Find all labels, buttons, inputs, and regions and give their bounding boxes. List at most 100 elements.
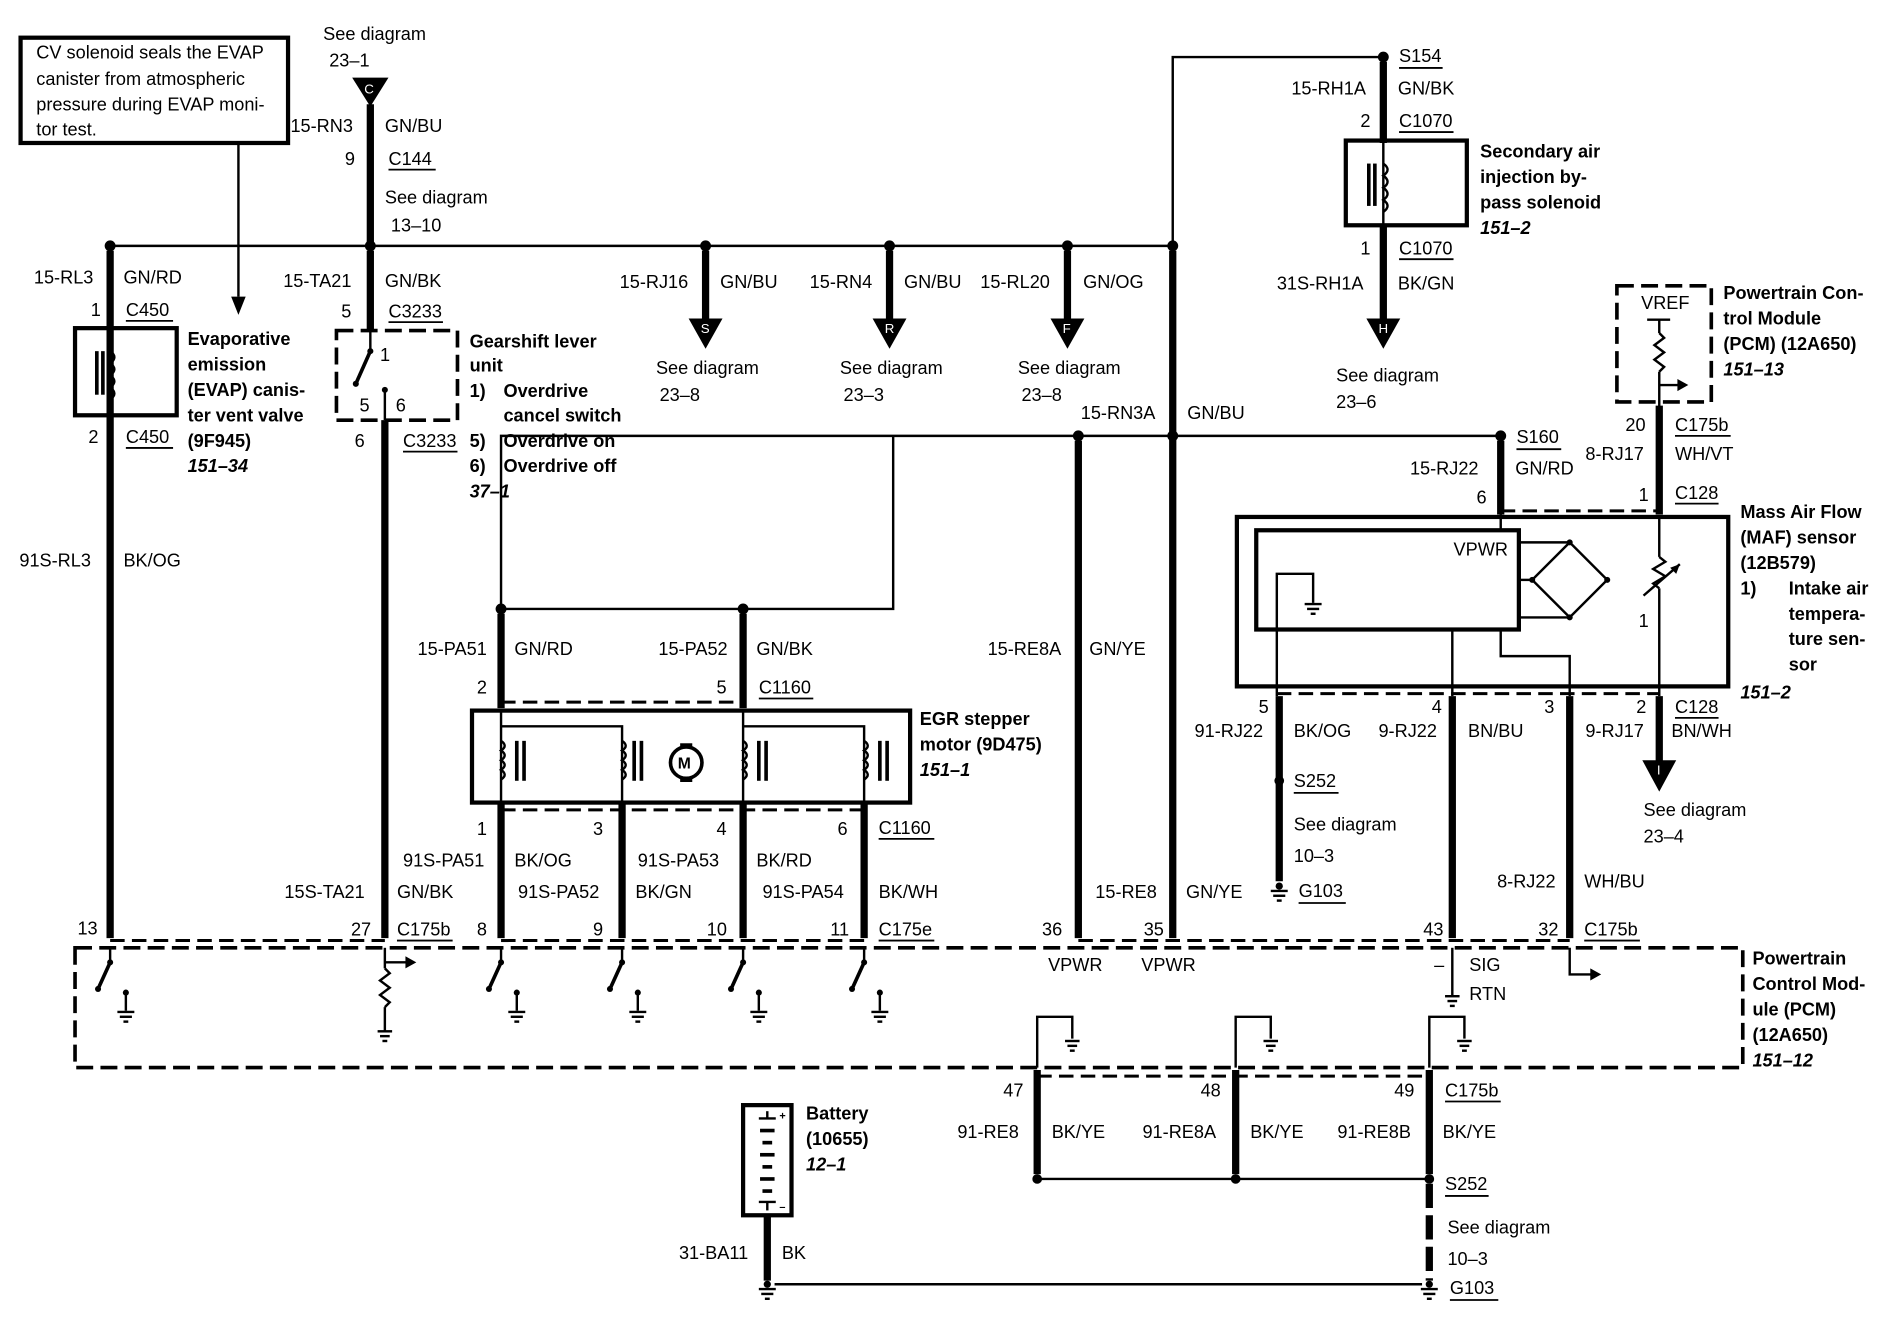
- svg-text:F: F: [1063, 321, 1071, 336]
- switch-icon: [354, 350, 372, 385]
- pcm-vref-block[interactable]: VREF: [1615, 283, 1714, 412]
- diagram-ref: 23–8: [660, 385, 700, 405]
- component-label: Mass Air Flow: [1740, 502, 1862, 522]
- offpage-arrow-icon: [1642, 760, 1677, 792]
- rtn-label: RTN: [1469, 984, 1506, 1004]
- wire-color-label: BK/OG: [123, 551, 180, 571]
- component-label: Battery: [806, 1104, 869, 1124]
- splice-dot: [364, 240, 376, 252]
- wire-color-label: BN/WH: [1671, 721, 1731, 741]
- wire-color-label: GN/RD: [514, 639, 572, 659]
- ground-label: G103: [1299, 881, 1343, 901]
- component-label: (PCM) (12A650): [1723, 334, 1856, 354]
- svg-text:H: H: [1378, 321, 1388, 336]
- pin-number: 6: [837, 819, 847, 839]
- battery[interactable]: + –: [740, 1103, 794, 1218]
- circuit-label: 15-RN3A: [1081, 403, 1157, 423]
- secondary-air-solenoid[interactable]: [1343, 138, 1469, 228]
- circuit-label: 91S-RL3: [19, 551, 91, 571]
- circuit-label: 15-RL20: [980, 272, 1050, 292]
- pcm-main-module[interactable]: VPWR VPWR – SIG RTN: [73, 945, 1745, 1070]
- connector-label: C144: [388, 149, 431, 169]
- maf-sensor[interactable]: VPWR 1: [1234, 514, 1731, 697]
- vpwr-label: VPWR: [1141, 955, 1195, 975]
- wire-color-label: GN/RD: [1515, 459, 1573, 479]
- ground-icon: [629, 1010, 647, 1023]
- wire-color-label: BK/OG: [1294, 721, 1351, 741]
- note-callout: CV solenoid seals the EVAP canister from…: [18, 35, 291, 315]
- svg-text:I: I: [1657, 763, 1661, 778]
- circuit-label: 15-PA51: [418, 639, 487, 659]
- splice-dot: [1062, 240, 1073, 252]
- ground-icon: [1263, 1039, 1279, 1052]
- component-label: Intake air: [1789, 578, 1869, 598]
- coil-icon: [108, 350, 116, 401]
- connector-ref-c[interactable]: See diagram 23–1 C: [323, 24, 426, 107]
- component-label: unit: [470, 356, 503, 376]
- coil-icon: [1381, 162, 1389, 213]
- splice-dot: [737, 603, 749, 615]
- pin-number: 1: [1639, 611, 1649, 631]
- connector-label: C128: [1675, 483, 1718, 503]
- switch-icon: [487, 961, 503, 990]
- ground-icon: [377, 1030, 393, 1043]
- connector-label: C1070: [1399, 111, 1452, 131]
- pin-number: 1: [91, 300, 101, 320]
- connector-label: C450: [126, 300, 169, 320]
- wire-color-label: GN/BK: [1398, 79, 1454, 99]
- offpage-h[interactable]: H: [1366, 318, 1401, 349]
- component-label: ture sen-: [1789, 629, 1866, 649]
- component-label: (12B579): [1740, 553, 1816, 573]
- wire-color-label: GN/BU: [720, 272, 777, 292]
- component-label: Overdrive on: [503, 431, 615, 451]
- component-label: Secondary air: [1480, 142, 1600, 162]
- ground-icon: [117, 1010, 135, 1023]
- circuit-label: 91-RE8: [957, 1122, 1019, 1142]
- svg-text:–: –: [779, 1201, 785, 1213]
- egr-stepper-motor[interactable]: M: [469, 708, 913, 805]
- switch-icon: [608, 961, 624, 990]
- circuit-label: 9-RJ17: [1585, 721, 1643, 741]
- pin-number: 5: [716, 678, 726, 698]
- offpage-r[interactable]: R: [872, 250, 907, 349]
- circuit-label: 15S-TA21: [284, 882, 364, 902]
- ground-icon: [1270, 882, 1288, 902]
- connector-label: C1160: [879, 818, 931, 838]
- switch-icon: [729, 961, 745, 990]
- offpage-s[interactable]: S: [688, 250, 723, 349]
- component-ref: 151–1: [920, 760, 970, 780]
- splice-label: S154: [1399, 46, 1441, 66]
- arrow-down-icon: [231, 296, 246, 315]
- splice-dot: [495, 603, 507, 615]
- circuit-label: 15-RL3: [34, 267, 93, 287]
- resistor-icon: [378, 967, 392, 1008]
- svg-text:R: R: [885, 321, 895, 336]
- svg-text:S: S: [701, 321, 710, 336]
- evap-vent-valve[interactable]: [72, 326, 179, 418]
- gearshift-lever-unit[interactable]: 1 5 6: [334, 328, 460, 422]
- pin-number: 1: [477, 819, 487, 839]
- ground-label: G103: [1450, 1278, 1494, 1298]
- see-diagram-label: See diagram: [1294, 814, 1397, 834]
- s154-feed-wire: [1171, 55, 1384, 246]
- vref-label: VREF: [1641, 293, 1689, 313]
- component-ref: 151–34: [188, 456, 249, 476]
- see-diagram-label: See diagram: [1336, 365, 1439, 385]
- offpage-i[interactable]: I: [1642, 760, 1677, 792]
- component-label: ule (PCM): [1752, 1000, 1836, 1020]
- circuit-label: 15-RN4: [810, 272, 873, 292]
- wire-color-label: GN/BK: [756, 639, 812, 659]
- offpage-f[interactable]: F: [1050, 250, 1085, 349]
- circuit-label: 15-PA52: [658, 639, 727, 659]
- switch-icon: [850, 961, 866, 990]
- offpage-arrow-icon: [1050, 318, 1085, 349]
- pin-number: 2: [88, 427, 98, 447]
- wire-color-label: GN/BK: [397, 882, 453, 902]
- diagram-ref: 23–6: [1336, 392, 1376, 412]
- wire-color-label: GN/OG: [1083, 272, 1143, 292]
- resistor-icon: [1652, 332, 1667, 373]
- pin-number: 20: [1625, 415, 1645, 435]
- pin-number: 48: [1201, 1081, 1221, 1101]
- wire-color-label: WH/VT: [1675, 444, 1733, 464]
